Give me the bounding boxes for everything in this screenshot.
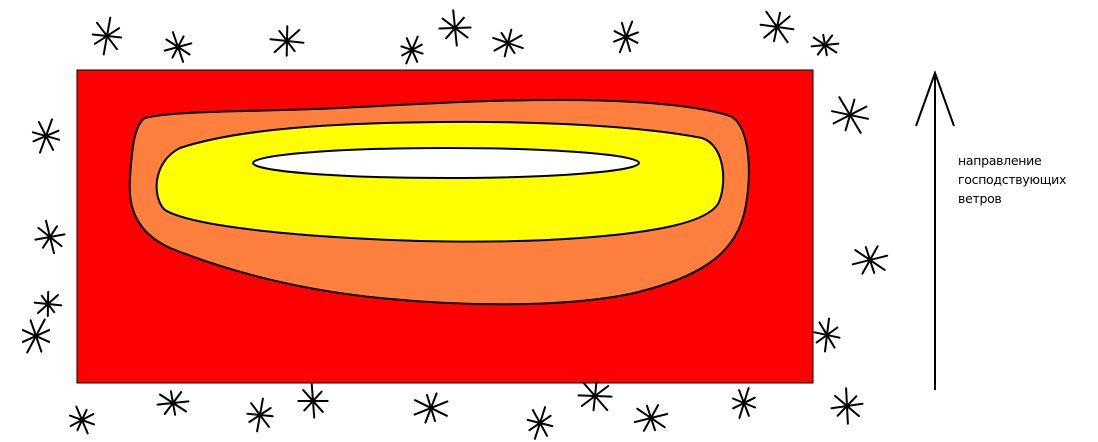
star-marker-icon — [70, 407, 94, 434]
star-marker-icon — [493, 30, 523, 57]
core-zone — [253, 148, 639, 178]
star-marker-icon — [415, 393, 448, 422]
star-marker-icon — [812, 35, 839, 55]
star-marker-icon — [36, 221, 65, 253]
star-marker-icon — [853, 246, 887, 273]
star-marker-icon — [165, 32, 192, 62]
star-marker-icon — [439, 10, 470, 45]
star-marker-icon — [298, 384, 327, 417]
star-marker-icon — [579, 382, 612, 411]
star-marker-icon — [271, 26, 304, 55]
star-marker-icon — [614, 22, 638, 53]
wind-label-line-2: господствующих — [958, 170, 1066, 189]
star-marker-icon — [832, 388, 863, 423]
inner-zone — [157, 122, 724, 242]
wind-arrow-icon — [916, 73, 954, 390]
star-marker-icon — [832, 97, 868, 133]
star-marker-icon — [761, 12, 794, 43]
star-marker-icon — [33, 119, 59, 152]
star-marker-icon — [528, 407, 553, 439]
star-marker-icon — [635, 405, 667, 431]
star-marker-icon — [35, 292, 62, 316]
star-marker-icon — [247, 399, 272, 432]
wind-label-line-3: ветров — [958, 189, 1066, 208]
wind-label-line-1: направление — [958, 151, 1066, 170]
wind-direction-label: направление господствующих ветров — [958, 151, 1066, 208]
star-marker-icon — [401, 37, 422, 64]
star-marker-icon — [93, 18, 122, 55]
star-marker-icon — [733, 388, 755, 418]
star-marker-icon — [23, 320, 49, 353]
star-marker-icon — [815, 319, 840, 352]
star-marker-icon — [158, 391, 189, 415]
